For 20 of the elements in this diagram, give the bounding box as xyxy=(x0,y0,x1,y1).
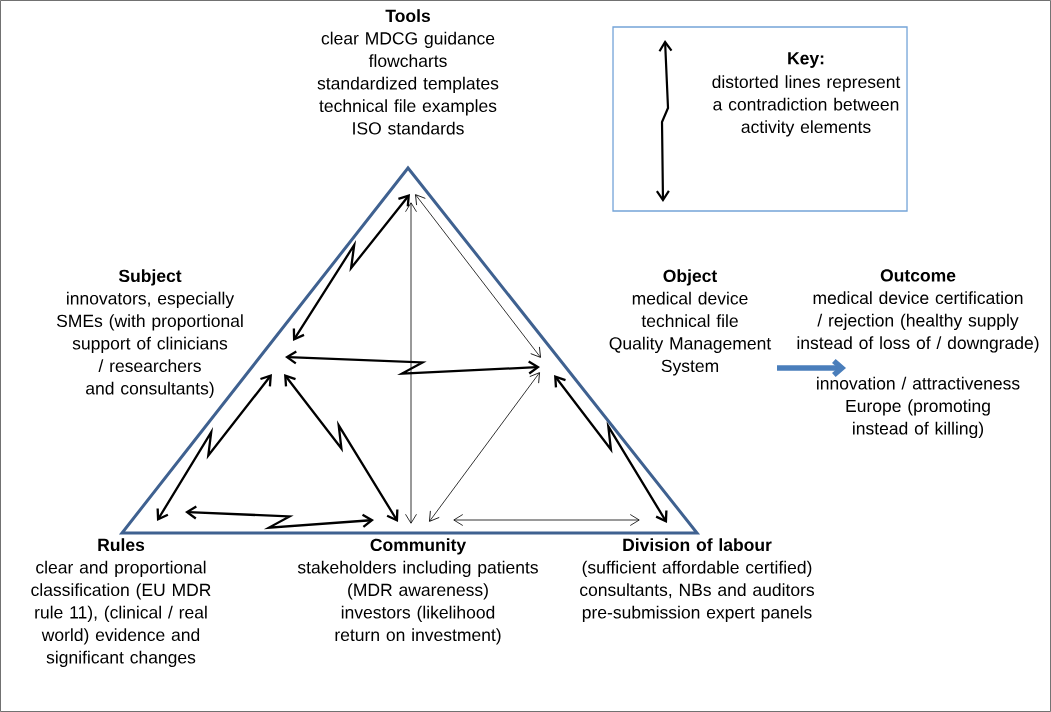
arrow xyxy=(405,202,417,524)
arrow xyxy=(777,358,846,378)
key-heading: Key: xyxy=(788,52,824,68)
element-label: Subject innovators, especially SMEs (with proportional support of clinicians / researchers and consultants) xyxy=(56,269,243,398)
contradiction-arrow xyxy=(554,375,668,523)
element-label: Object medical device technical file Quality Management System xyxy=(609,269,772,376)
arrow xyxy=(415,194,541,358)
element-label: Rules clear and proportional classification (EU MDR rule 11), (clinical / real world) evidence and significant changes xyxy=(31,538,211,668)
element-label: Division of labour (sufficient affordable certified) consultants, NBs and auditors pre-submission expert panels xyxy=(580,538,815,623)
contradiction-arrow xyxy=(156,374,272,521)
contradiction-arrow xyxy=(284,374,399,522)
element-label: Tools clear MDCG guidance flowcharts standardized templates technical file examples ISO standards xyxy=(317,9,499,135)
arrow xyxy=(453,514,640,526)
contradiction-arrow xyxy=(292,194,410,341)
contradiction-arrow xyxy=(285,350,540,375)
element-label: Outcome medical device certification / rejection (healthy supply instead of loss of / downgrade) innovation / attractiveness Europe (promoting instead of killing) xyxy=(797,269,1039,439)
element-label: Community stakeholders including patients (MDR awareness) investors (likelihood return on investment) xyxy=(297,538,538,645)
contradiction-arrow xyxy=(185,505,374,530)
arrow xyxy=(429,372,540,522)
legend-text: distorted lines represent a contradiction between activity elements xyxy=(712,75,901,137)
